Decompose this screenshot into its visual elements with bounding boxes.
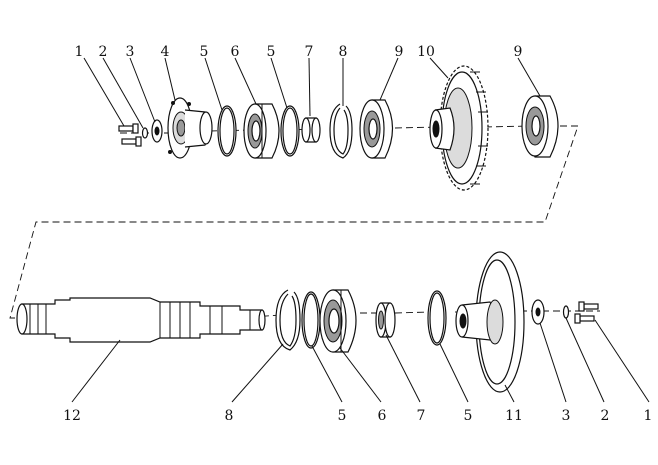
top-part-8-circlip: [329, 103, 353, 159]
leader-lines-top: [83, 57, 541, 129]
top-part-9-bearing-b: [521, 95, 559, 158]
callouts-bottom: 12 8 5 6 7 5 11 3 2 1: [63, 408, 652, 424]
callout-bottom-3: 3: [562, 408, 571, 424]
top-part-3-cap: [151, 119, 163, 143]
top-part-10-gear: [429, 65, 489, 191]
callout-top-4: 4: [161, 44, 170, 60]
top-part-7-spacer: [301, 117, 321, 143]
top-part-5-o-ring-b: [280, 105, 300, 157]
bottom-part-5-o-ring-b: [427, 290, 447, 346]
bottom-part-11-disc: [455, 251, 525, 393]
top-part-4-flange: [167, 97, 213, 159]
top-part-5-o-ring: [217, 105, 237, 157]
bottom-part-2-washer: [562, 305, 570, 319]
top-part-6-bearing: [243, 103, 280, 159]
callout-top-5a: 5: [200, 44, 209, 60]
callout-bottom-11: 11: [505, 408, 523, 424]
top-part-1-bolts: [118, 123, 142, 147]
callout-top-6: 6: [231, 44, 240, 60]
callout-top-7: 7: [305, 44, 314, 60]
bottom-part-1-bolts: [574, 301, 599, 324]
callout-top-9a: 9: [395, 44, 404, 60]
callout-bottom-1: 1: [644, 408, 653, 424]
callout-top-5b: 5: [267, 44, 276, 60]
callout-top-2: 2: [99, 44, 108, 60]
leader-lines-bottom: [71, 317, 650, 403]
callout-bottom-5b: 5: [464, 408, 473, 424]
bottom-part-5-o-ring: [301, 291, 321, 349]
callout-top-8: 8: [339, 44, 348, 60]
callout-top-10: 10: [417, 44, 435, 60]
callout-bottom-6: 6: [378, 408, 387, 424]
bottom-part-8-circlip: [275, 289, 301, 351]
callout-bottom-7: 7: [417, 408, 426, 424]
callout-top-1: 1: [75, 44, 84, 60]
bottom-part-7-spacer: [375, 302, 396, 338]
callout-bottom-5a: 5: [338, 408, 347, 424]
callout-top-3: 3: [126, 44, 135, 60]
callouts-top: 1 2 3 4 5 6 5 7 8 9 10 9: [75, 44, 523, 60]
callout-bottom-8: 8: [225, 408, 234, 424]
bottom-part-12-shaft: [16, 297, 266, 343]
callout-top-9b: 9: [514, 44, 523, 60]
callout-bottom-12: 12: [63, 408, 81, 424]
top-part-9-bearing: [359, 99, 394, 159]
bottom-part-6-bearing: [319, 289, 357, 353]
bottom-part-3-cap: [531, 299, 545, 325]
callout-bottom-2: 2: [601, 408, 610, 424]
top-part-2-washer: [141, 127, 149, 139]
